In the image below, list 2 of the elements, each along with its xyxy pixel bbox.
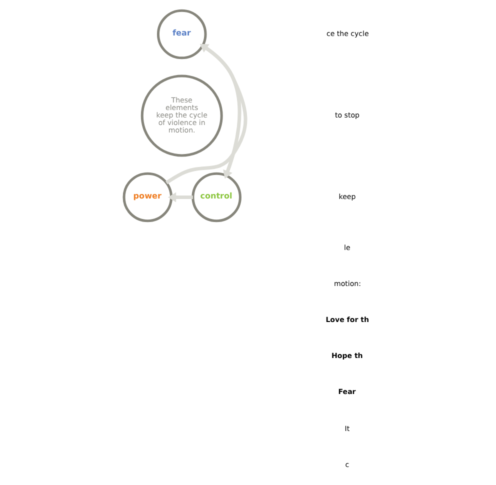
arrow	[165, 44, 247, 184]
arrow	[167, 192, 192, 202]
